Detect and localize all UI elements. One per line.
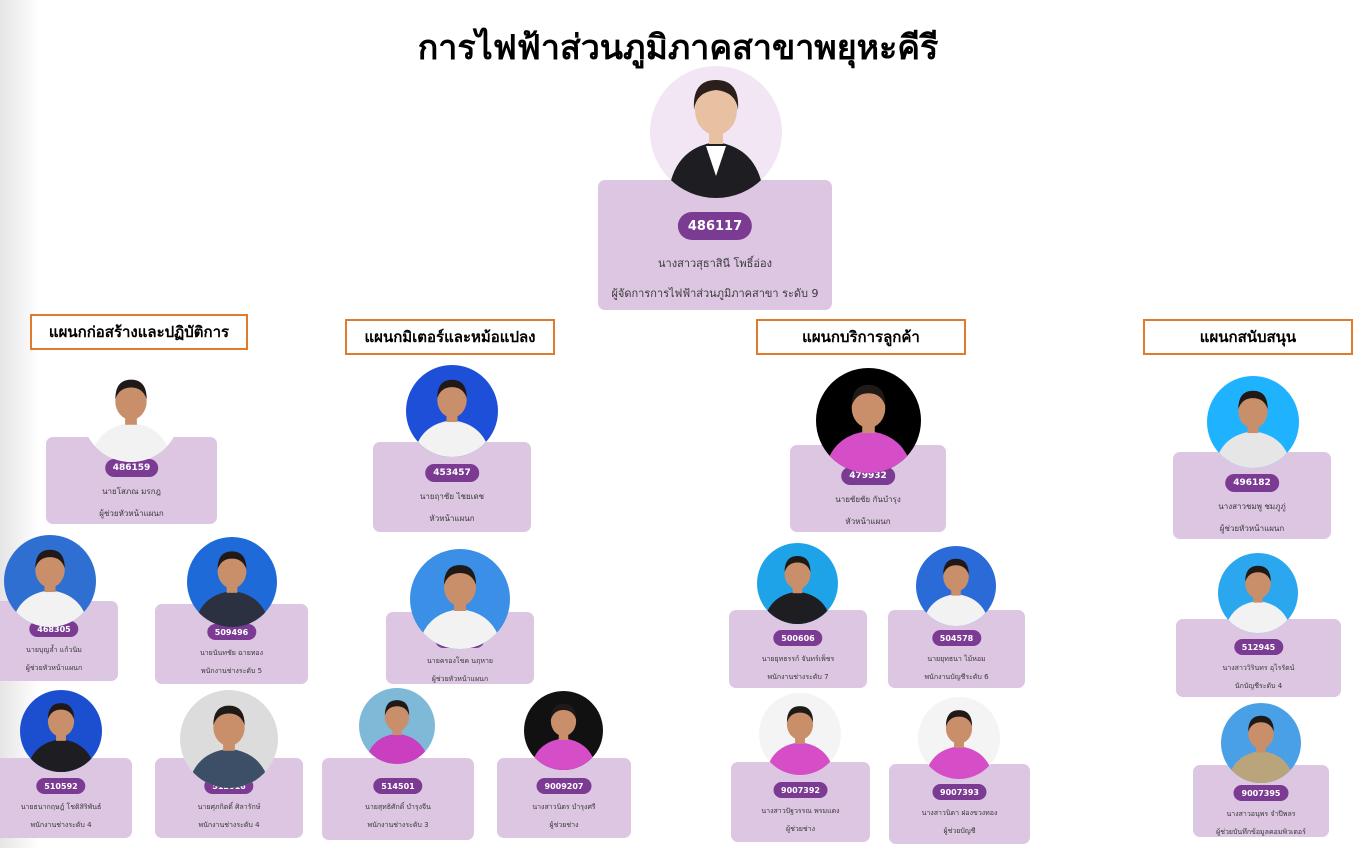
employee-position: ผู้ช่วยหัวหน้าแผนก <box>25 664 83 672</box>
employee-card: 9007392 นางสาวปัฐวรรณ พรมแดงผู้ช่วยช่าง <box>731 762 870 842</box>
employee-id-badge: 453457 <box>425 464 479 482</box>
employee-position: ผู้ช่วยช่าง <box>549 821 579 829</box>
employee-card: 514501 นายสุทธิศักดิ์ บำรุงจีนพนักงานช่าง… <box>322 758 474 840</box>
employee-photo <box>20 690 102 772</box>
employee-name: นายบุญล้ำ แก้วนิม <box>26 646 82 654</box>
employee-name: นางสาวนิตร บำรุงศรี <box>532 803 596 811</box>
employee-name: นางสาวชมพู ชมภูภู่ <box>1218 502 1286 511</box>
department-header: แผนกก่อสร้างและปฏิบัติการ <box>30 314 248 350</box>
employee-name: นายฤาชัย ไชยเดช <box>419 492 485 501</box>
employee-photo <box>1221 703 1301 783</box>
department-header: แผนกบริการลูกค้า <box>756 319 966 355</box>
employee-position: ผู้ช่วยหัวหน้าแผนก <box>1219 524 1285 533</box>
employee-name: นายชัยชัย กันบำรุง <box>835 495 901 504</box>
employee-photo <box>410 549 510 649</box>
employee-card: 479932 นายชัยชัย กันบำรุงหัวหน้าแผนก <box>790 445 946 532</box>
employee-position: ผู้ช่วยช่าง <box>786 825 815 833</box>
employee-photo <box>524 691 603 770</box>
employee-id-badge: 500606 <box>773 630 823 646</box>
employee-id-badge: 509496 <box>206 624 257 640</box>
employee-id-badge: 512945 <box>1233 639 1284 655</box>
employee-name: นายสุทธิศักดิ์ บำรุงจีน <box>365 803 431 811</box>
employee-photo <box>816 368 921 473</box>
employee-position: ผู้ช่วยหัวหน้าแผนก <box>99 509 164 518</box>
employee-name: นางสาวปัฐวรรณ พรมแดง <box>761 807 840 815</box>
page-title: การไฟฟ้าส่วนภูมิภาคสาขาพยุหะคีรี <box>417 28 939 68</box>
employee-name: นางสาวนิดา ฝองขวงทอง <box>921 809 998 817</box>
employee-id-badge: 9007392 <box>773 782 828 798</box>
employee-id-badge: 9009207 <box>536 778 592 794</box>
employee-position: หัวหน้าแผนก <box>429 514 475 523</box>
employee-position: หัวหน้าแผนก <box>845 517 891 526</box>
employee-position: ผู้ช่วยบัญชี <box>943 827 976 835</box>
employee-position: พนักงานช่างระดับ 5 <box>200 667 263 675</box>
employee-id-badge: 496182 <box>1225 474 1279 492</box>
employee-id-badge: 9007395 <box>1233 785 1289 801</box>
department-header: แผนกมิเตอร์และหม้อแปลง <box>345 319 555 355</box>
employee-photo <box>180 690 278 788</box>
employee-name: นางสาวสุธาสินี โพธิ์อ่อง <box>658 257 772 270</box>
employee-position: พนักงานช่างระดับ 3 <box>367 821 429 829</box>
employee-position: พนักงานบัญชีระดับ 6 <box>924 673 989 681</box>
employee-position: พนักงานช่างระดับ 4 <box>30 821 92 829</box>
employee-photo <box>757 543 838 624</box>
employee-photo <box>82 364 180 462</box>
employee-photo <box>916 546 996 626</box>
employee-name: นายยุทธนา ไม้หอม <box>927 655 986 663</box>
employee-position: พนักงานช่างระดับ 4 <box>198 821 260 829</box>
employee-position: ผู้ช่วยบันทึกข้อมูลคอมพิวเตอร์ <box>1216 828 1306 836</box>
employee-id-badge: 504578 <box>931 630 982 646</box>
employee-name: นายโสภณ มรกฎ <box>102 487 161 496</box>
employee-name: นายธนากฤษฎ์ โชติสิริพันธ์ <box>20 803 102 811</box>
department-header: แผนกสนับสนุน <box>1143 319 1353 355</box>
employee-id-badge: 9007393 <box>932 784 987 800</box>
employee-name: นางสาวอนุพร จำปีพลร <box>1226 810 1296 818</box>
employee-position: ผู้ช่วยหัวหน้าแผนก <box>431 675 489 683</box>
employee-name: นายครองโชค นฤหาย <box>427 657 493 665</box>
employee-id-badge: 486117 <box>677 212 753 240</box>
employee-photo <box>1207 376 1299 468</box>
employee-id-badge: 514501 <box>373 778 423 794</box>
employee-card: 9009207 นางสาวนิตร บำรุงศรีผู้ช่วยช่าง <box>497 758 631 838</box>
employee-position: นักบัญชีระดับ 4 <box>1234 682 1283 690</box>
employee-photo <box>359 688 435 764</box>
employee-photo <box>187 537 277 627</box>
manager-card: 486117 นางสาวสุธาสินี โพธิ์อ่อง ผู้จัดกา… <box>598 180 832 310</box>
employee-position: พนักงานช่างระดับ 7 <box>767 673 829 681</box>
employee-card: 9007395 นางสาวอนุพร จำปีพลรผู้ช่วยบันทึกข… <box>1193 765 1329 837</box>
employee-card: 453457 นายฤาชัย ไชยเดชหัวหน้าแผนก <box>373 442 531 532</box>
employee-name: นางสาววิรินทร อุไรรัตน์ <box>1222 664 1295 672</box>
employee-photo <box>1218 553 1298 633</box>
employee-position: ผู้จัดการการไฟฟ้าส่วนภูมิภาคสาขา ระดับ 9 <box>611 287 819 300</box>
employee-name: นายนันทชัย ฉายทอง <box>199 649 264 657</box>
employee-photo <box>759 693 841 775</box>
employee-photo <box>406 365 498 457</box>
employee-card: 486159 นายโสภณ มรกฎผู้ช่วยหัวหน้าแผนก <box>46 437 217 524</box>
employee-photo <box>4 535 96 627</box>
employee-name: นายยุทธรรก์ จันทร์เพ็ชร <box>761 655 835 663</box>
employee-photo <box>918 697 1000 779</box>
manager-photo <box>650 66 782 198</box>
employee-id-badge: 486159 <box>104 459 159 477</box>
employee-id-badge: 479932 <box>841 467 895 485</box>
employee-name: นายศุภกิตติ์ ศิลารักษ์ <box>197 803 261 811</box>
employee-id-badge: 510592 <box>36 778 86 794</box>
